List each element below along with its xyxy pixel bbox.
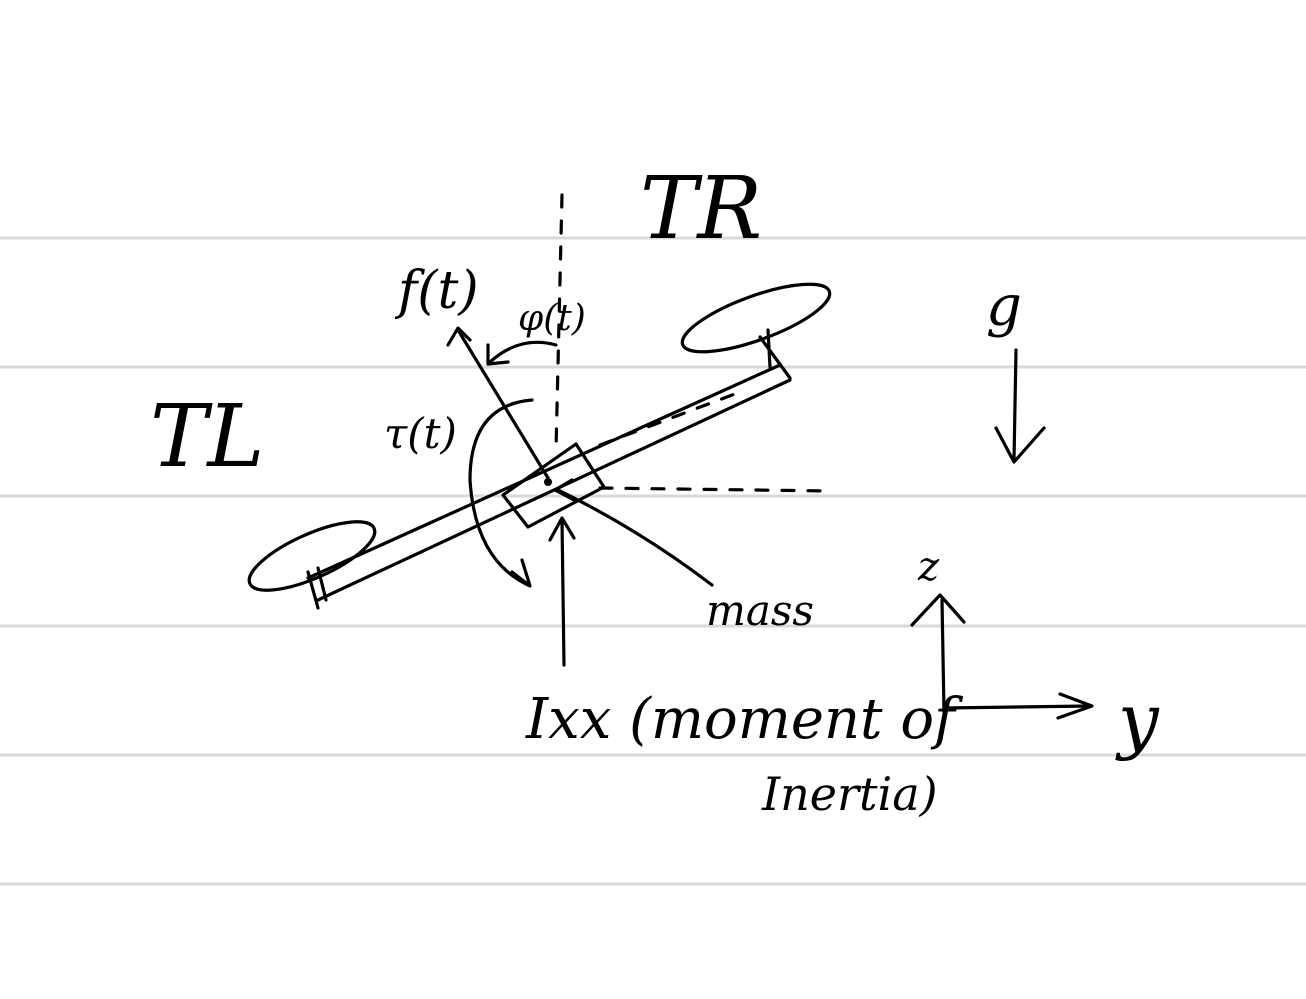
inertia-pointer [548, 516, 576, 667]
right-propeller [680, 282, 832, 354]
inertia-label-line1: Ixx (moment of [525, 687, 964, 752]
mass-label: mass [706, 586, 814, 635]
left-propeller [247, 520, 377, 592]
ruled-lines [0, 236, 1306, 886]
torque-label: τ(t) [384, 409, 457, 458]
gravity-arrow [994, 348, 1046, 464]
coordinate-axes [910, 593, 1094, 720]
horizontal-reference-line [598, 486, 834, 493]
inertia-label-line2: Inertia) [761, 767, 938, 821]
right-motor [680, 282, 832, 380]
axis-y-label: y [1115, 678, 1160, 762]
thrust-left-label: TL [150, 387, 264, 487]
drone-body [501, 442, 606, 529]
mass-pointer [553, 478, 714, 587]
thrust-right-label: TR [640, 159, 762, 259]
torque-arrow [468, 398, 534, 588]
center-of-mass-dot [544, 478, 552, 486]
left-motor [247, 520, 377, 610]
force-label: f(t) [394, 261, 479, 321]
vertical-reference-line [554, 193, 564, 452]
axis-z-label: z [917, 544, 940, 590]
angle-label: φ(t) [518, 298, 586, 339]
angle-arrow [486, 340, 558, 366]
gravity-label: g [986, 274, 1022, 339]
force-arrow [446, 326, 550, 480]
